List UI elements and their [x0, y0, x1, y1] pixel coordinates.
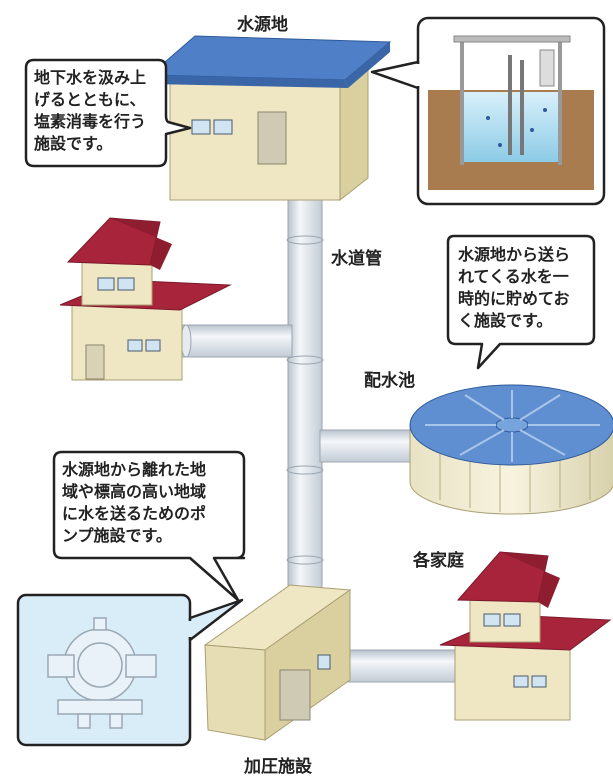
pump-inset: [16, 593, 244, 747]
bubble-line: 水源地から送ら: [458, 245, 571, 264]
bubble-line: 域や標高の高い地域: [62, 482, 207, 501]
well-cross-section-inset: [370, 16, 606, 206]
bubble-booster-text: 水源地から離れた地 域や標高の高い地域 に水を送るためのポ ンプ施設です。: [62, 459, 206, 547]
bubble-line: 水源地から離れた地: [62, 460, 207, 479]
bubble-line: 施設です。: [34, 134, 113, 153]
water-pipe-label: 水道管: [331, 249, 382, 269]
water-source-label: 水源地: [237, 15, 288, 35]
bubble-line: 時的に貯めてお: [458, 289, 570, 308]
bubble-booster: [52, 450, 246, 602]
distribution-reservoir-label: 配水池: [364, 371, 415, 391]
water-pipe: [179, 159, 471, 683]
bubble-water-source: [24, 58, 192, 168]
bubble-line: に水を送るためのポ: [62, 504, 207, 523]
booster-facility-label: 加圧施設: [244, 757, 312, 777]
bubble-line: れてくる水を一: [458, 267, 569, 286]
bubble-line: げるとともに、: [34, 90, 146, 109]
water-source-building: [148, 35, 392, 202]
bubble-line: ンプ施設です。: [62, 526, 172, 545]
booster-facility-building: [203, 584, 352, 741]
house-left: [59, 217, 232, 381]
distribution-reservoir-tank: [409, 384, 613, 515]
bubble-reservoir-text: 水源地から送ら れてくる水を一 時的に貯めてお く施設です。: [458, 244, 570, 332]
bubble-line: 塩素消毒を行う: [34, 112, 147, 131]
bubble-line: 地下水を汲み上: [34, 68, 147, 87]
bubble-line: く施設です。: [458, 311, 553, 330]
bubble-water-source-text: 地下水を汲み上 げるとともに、 塩素消毒を行う 施設です。: [34, 67, 146, 155]
bubble-reservoir: [446, 234, 596, 370]
house-right: [439, 551, 612, 721]
pump-icon: [47, 617, 157, 729]
households-label: 各家庭: [413, 551, 464, 571]
